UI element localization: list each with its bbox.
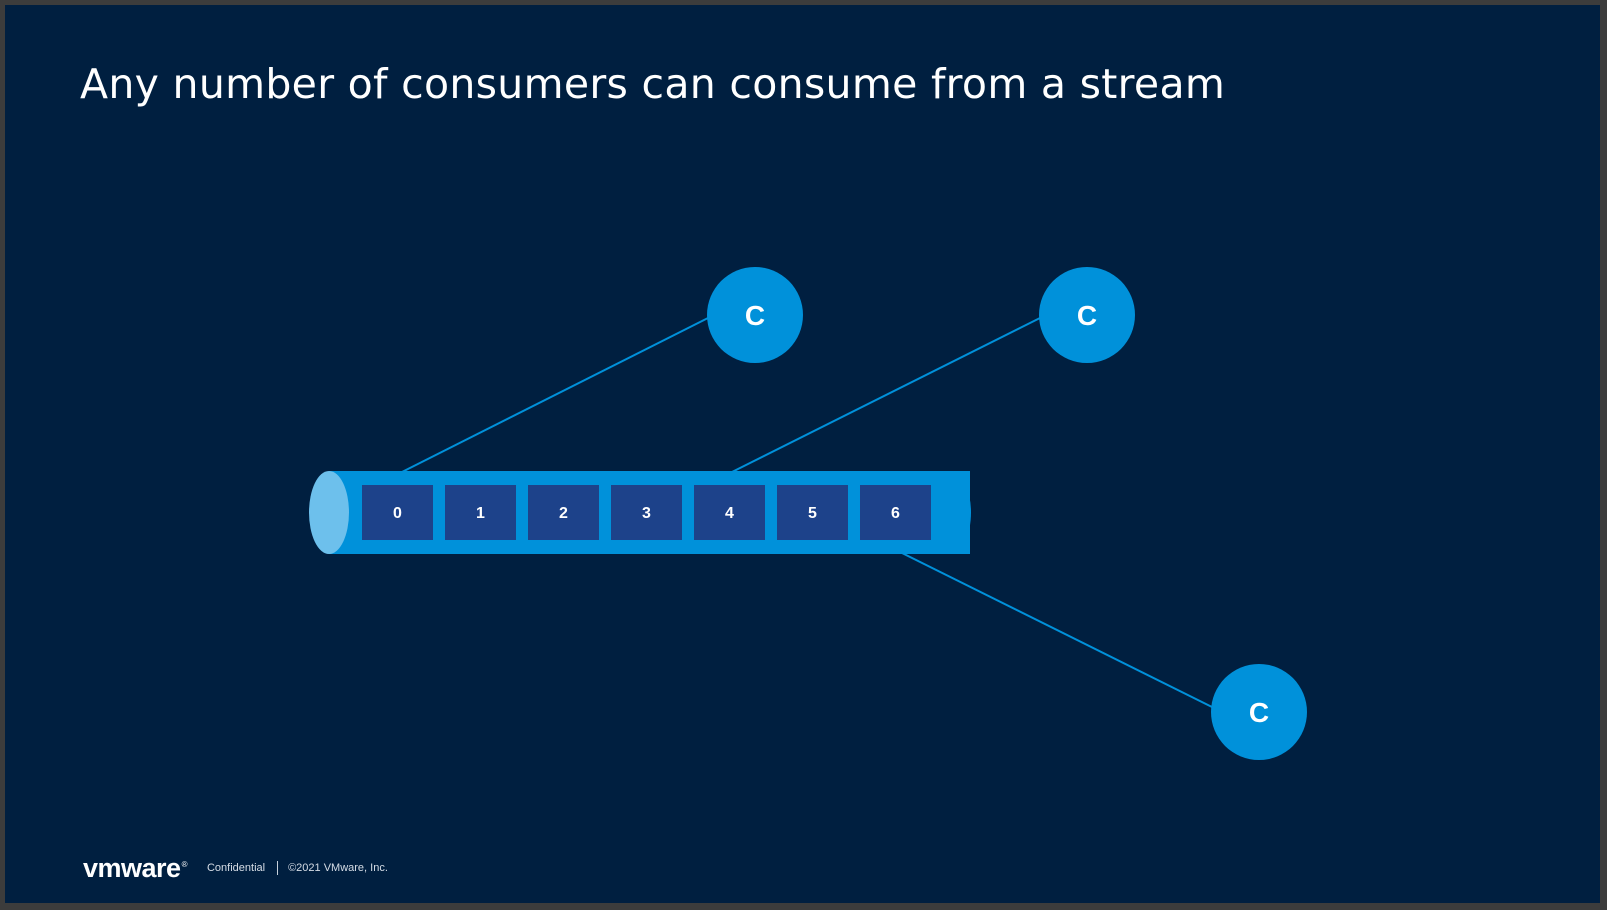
- confidential-label: Confidential: [206, 862, 266, 874]
- stream-right-cap: [929, 471, 971, 554]
- stream-left-cap: [309, 471, 349, 554]
- consumer-3: C: [1211, 664, 1307, 760]
- vmware-logo-text: vmware: [83, 852, 181, 883]
- stream-cells: 0 1 2 3 4 5 6: [362, 485, 931, 540]
- stream-cell-label-6: 6: [891, 505, 900, 522]
- connector-line-1: [399, 317, 709, 474]
- footer-divider: [277, 861, 279, 875]
- stream-cell-label-4: 4: [725, 505, 734, 522]
- stream-cell-0: [362, 485, 433, 540]
- consumer-label-1: C: [745, 300, 765, 331]
- consumer-circle-3: [1211, 664, 1307, 760]
- consumer-circle-2: [1039, 267, 1135, 363]
- copyright-text: ©2021 VMware, Inc.: [288, 862, 388, 874]
- slide-title: Any number of consumers can consume from…: [80, 60, 1226, 108]
- registered-mark: ®: [181, 859, 188, 869]
- stream-cell-1: [445, 485, 516, 540]
- stream-cell-6: [860, 485, 931, 540]
- stream-cell-label-3: 3: [642, 505, 651, 522]
- consumer-label-3: C: [1249, 697, 1269, 728]
- stream-cell-label-2: 2: [559, 505, 568, 522]
- stream-diagram: 0 1 2 3 4 5 6 C C: [309, 267, 1307, 760]
- stream-cell-label-1: 1: [476, 505, 485, 522]
- stream-cell-label-5: 5: [808, 505, 817, 522]
- slide-footer: vmware® Confidential ©2021 VMware, Inc.: [83, 853, 388, 883]
- consumer-circle-1: [707, 267, 803, 363]
- stream-cell-3: [611, 485, 682, 540]
- stream-cell-2: [528, 485, 599, 540]
- connector-line-3: [899, 551, 1213, 708]
- slide: Any number of consumers can consume from…: [5, 5, 1600, 903]
- stream-cell-label-0: 0: [393, 505, 402, 522]
- vmware-logo: vmware®: [83, 852, 188, 884]
- stream-cell-4: [694, 485, 765, 540]
- stream-cell-5: [777, 485, 848, 540]
- consumer-label-2: C: [1077, 300, 1097, 331]
- connector-line-2: [729, 317, 1041, 474]
- consumer-2: C: [1039, 267, 1135, 363]
- consumer-1: C: [707, 267, 803, 363]
